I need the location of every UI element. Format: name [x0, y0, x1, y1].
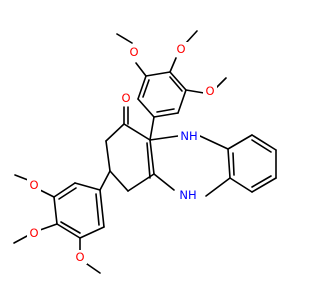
methoxy-oxygen-label: O	[129, 45, 138, 59]
bond	[95, 193, 100, 226]
bond	[156, 108, 175, 113]
benzo-ring	[227, 134, 277, 193]
bond	[149, 116, 155, 141]
bond	[169, 57, 177, 73]
bond	[13, 235, 28, 244]
bond	[74, 182, 101, 191]
bond	[149, 139, 155, 175]
methoxy-oxygen-label: O	[29, 226, 38, 240]
bond	[251, 177, 277, 193]
amine-nh-upper-label: NH	[180, 129, 197, 143]
bond	[53, 182, 76, 198]
bond	[105, 140, 111, 172]
methoxy-oxygen-label: O	[75, 250, 84, 264]
bond	[251, 175, 272, 188]
bond	[169, 71, 187, 91]
bond	[137, 98, 155, 118]
bond	[177, 89, 187, 114]
bond	[215, 77, 227, 89]
bond	[185, 89, 205, 94]
bond	[99, 170, 111, 191]
bond	[232, 152, 235, 176]
methoxy-oxygen-label: O	[176, 42, 185, 56]
cyclohexenone-ring	[99, 106, 155, 192]
bond	[39, 189, 55, 198]
diazepine-ring	[146, 116, 231, 197]
bond	[99, 189, 105, 228]
bond	[137, 75, 147, 100]
carbonyl-oxygen-label: O	[121, 91, 130, 105]
methoxy-oxygen-label: O	[29, 178, 38, 192]
structure-svg: O NH NH O O O O O O	[13, 30, 277, 274]
bond	[14, 174, 29, 181]
bond	[79, 226, 105, 239]
atom-labels: O NH NH O O O O O O	[27, 42, 217, 264]
left-aryl-ring	[13, 174, 105, 274]
bond	[227, 148, 231, 179]
bond	[86, 263, 101, 274]
bond	[251, 139, 272, 153]
bond	[199, 135, 229, 150]
bond	[105, 123, 125, 142]
bond	[39, 223, 58, 231]
bond	[251, 134, 277, 151]
bond	[227, 134, 253, 150]
methoxy-oxygen-label: O	[205, 84, 214, 98]
bond	[123, 123, 151, 141]
bond	[153, 112, 179, 118]
amine-nh-lower-label: NH	[179, 188, 196, 202]
bond	[146, 142, 151, 179]
molecule-diagram: O NH NH O O O O O O	[13, 30, 277, 274]
bond	[60, 221, 81, 234]
bond	[149, 135, 179, 141]
bond	[116, 33, 133, 44]
bond	[229, 177, 253, 193]
bond	[185, 30, 198, 44]
bond	[127, 173, 155, 192]
bond	[109, 170, 129, 192]
bond	[205, 177, 231, 197]
bond	[153, 173, 175, 191]
bond	[169, 76, 183, 92]
bond	[58, 187, 77, 200]
bond	[145, 71, 171, 77]
bond	[56, 223, 81, 239]
bond	[53, 196, 58, 225]
top-aryl-ring	[116, 30, 227, 118]
bond	[142, 79, 150, 98]
bond	[135, 62, 147, 77]
